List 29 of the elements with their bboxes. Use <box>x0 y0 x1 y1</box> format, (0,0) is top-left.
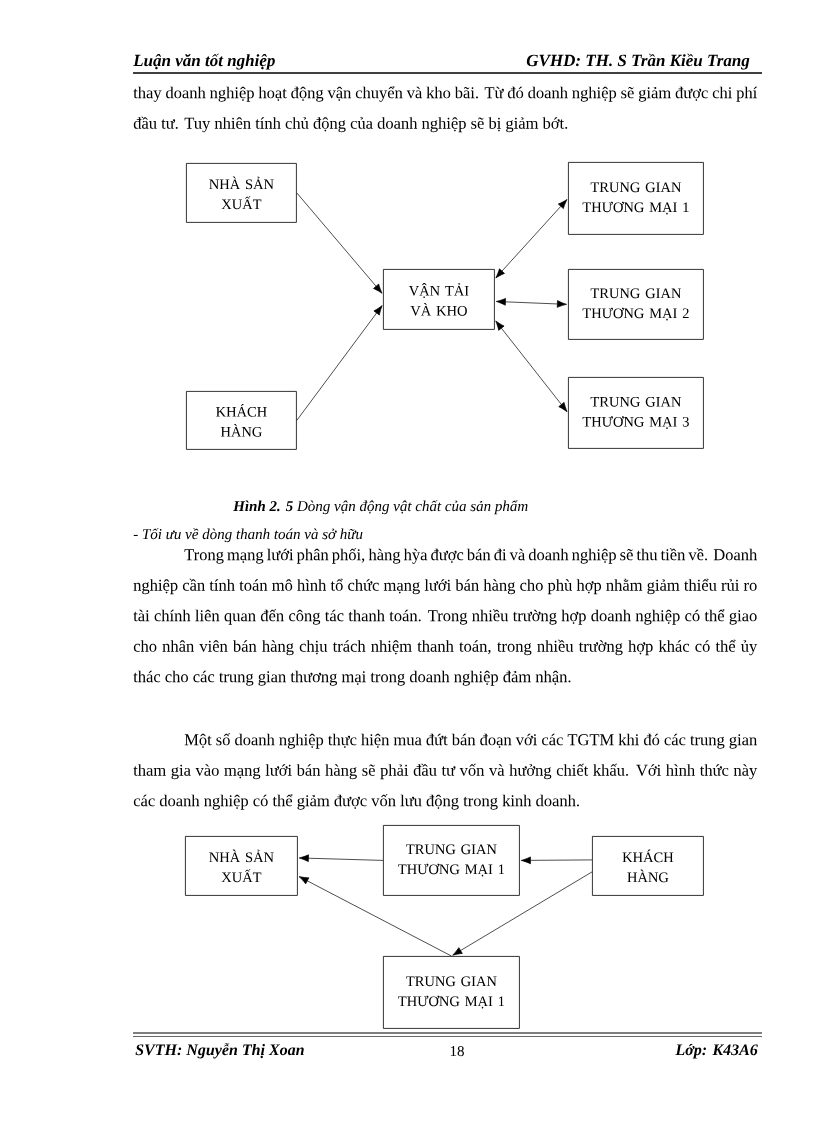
figure-caption: Hình 2. 5 Dòng vận động vật chất của sản phẩm <box>233 500 528 515</box>
arrow <box>495 320 568 413</box>
header-text: Luận văn tốt nghiệp <box>133 53 275 70</box>
arrow <box>495 199 568 279</box>
process-box: TRUNG GIAN THƯƠNG MẠI 1 <box>568 162 704 235</box>
page-number: 18 <box>450 1046 464 1057</box>
footer-text: SVTH: Nguyễn Thị Xoan <box>135 1043 304 1059</box>
process-box: NHÀ SẢN XUẤT <box>186 163 297 223</box>
process-box: KHÁCH HÀNG <box>186 391 297 450</box>
arrow <box>452 871 593 956</box>
arrow <box>298 854 384 862</box>
body-paragraph: Trong mạng lưới phân phối, hàng hỳa được bán đi và doanh nghiệp sẽ thu tiền về. Doanh nghiệp cần tính toán mô hình tổ chức mạng lưới bán hàng cho phù hợp nhằm giảm thiểu rủi ro tài chính liên quan đến công tác thanh toán. Trong nhiều trường hợp doanh nghiệp có thể giao cho nhân viên bán hàng chịu trách nhiệm thanh toán, trong nhiều trường hợp khác có thể ủy thác cho các trung gian thương mại trong doanh nghiệp đảm nhận. <box>133 548 758 686</box>
process-box: TRUNG GIAN THƯƠNG MẠI 2 <box>568 269 704 340</box>
process-box: NHÀ SẢN XUẤT <box>185 836 298 896</box>
body-paragraph: Một số doanh nghiệp thực hiện mua đứt bán đoạn với các TGTM khi đó các trung gian tham gia vào mạng lưới bán hàng sẽ phải đầu tư vốn và hưởng chiết khấu. Với hình thức này các doanh nghiệp có thể giảm được vốn lưu động trong kinh doanh. <box>133 733 758 810</box>
footer-text: Lớp: K43A6 <box>675 1043 758 1059</box>
body-paragraph: thay doanh nghiệp hoạt động vận chuyển và kho bãi. Từ đó doanh nghiệp sẽ giảm được chi phí đầu tư. Tuy nhiên tính chủ động của doanh nghiệp sẽ bị giảm bớt. <box>133 86 758 133</box>
arrow <box>298 876 452 957</box>
arrow <box>520 856 593 865</box>
arrow <box>495 298 567 308</box>
process-box: TRUNG GIAN THƯƠNG MẠI 1 <box>383 956 520 1029</box>
section-heading: - Tối ưu về dòng thanh toán và sở hữu <box>133 528 363 543</box>
arrow <box>296 305 383 421</box>
arrow <box>296 192 383 294</box>
process-box: TRUNG GIAN THƯƠNG MẠI 3 <box>568 377 704 449</box>
header-text: GVHD: TH. S Trần Kiều Trang <box>526 53 750 70</box>
process-box: VẬN TẢI VÀ KHO <box>383 269 495 330</box>
process-box: KHÁCH HÀNG <box>592 836 704 896</box>
process-box: TRUNG GIAN THƯƠNG MẠI 1 <box>383 825 520 896</box>
